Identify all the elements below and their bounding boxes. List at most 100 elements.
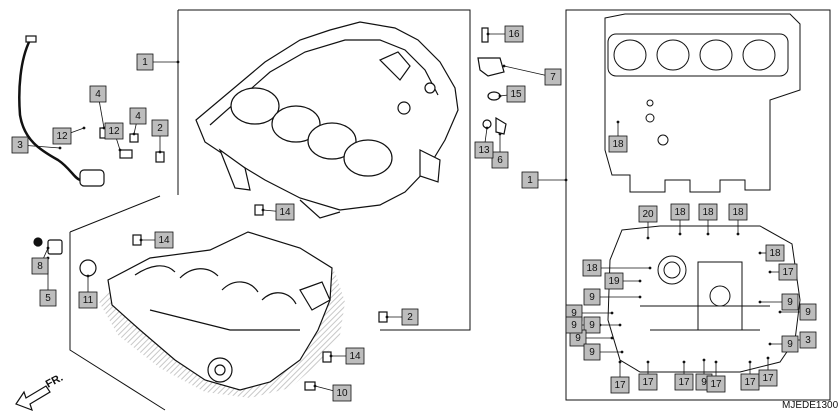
callout-label: 18	[702, 207, 714, 218]
right-view-crankcase	[604, 13, 801, 373]
callout-box	[504, 25, 524, 43]
lower-case-frame	[69, 232, 166, 411]
callout-c-18-2: 18	[670, 203, 690, 221]
leader-end-c-17-7	[768, 270, 772, 274]
dowel-14-c	[322, 351, 332, 363]
callout-c-18-6: 18	[582, 259, 602, 277]
callout-box	[39, 289, 57, 307]
callout-label: 9	[805, 307, 811, 318]
callout-c-12-b: 12	[104, 122, 124, 140]
small-parts	[18, 27, 507, 391]
callout-box	[765, 244, 785, 262]
callout-label: 18	[769, 248, 781, 259]
leader-end-c-20	[646, 236, 650, 240]
callout-box	[52, 127, 72, 145]
callout-label: 9	[787, 297, 793, 308]
callout-c-4-a: 4	[89, 85, 107, 103]
callout-label: 11	[83, 295, 94, 306]
callout-label: 9	[589, 347, 595, 358]
callout-label: 9	[787, 339, 793, 350]
leader-end-c-1-top	[176, 60, 180, 64]
callout-label: 2	[407, 312, 413, 323]
callout-box	[778, 263, 798, 281]
callout-c-19: 19	[604, 272, 624, 290]
leader-end-c-9-5	[620, 350, 624, 354]
upper-case-frame	[178, 9, 471, 331]
leader-end-c-9-2	[610, 311, 614, 315]
callout-label: 8	[37, 261, 43, 272]
callout-c-9-10: 9	[565, 316, 583, 334]
callout-c-18-1: 18	[608, 135, 628, 153]
leader-end-c-19	[638, 279, 642, 283]
leader-end-c-2-bottom	[385, 315, 389, 319]
callout-label: 6	[497, 155, 503, 166]
callout-label: 17	[614, 380, 626, 391]
leader-end-c-13	[485, 126, 489, 130]
leader-end-c-9-9	[702, 358, 706, 362]
callout-label: 18	[612, 139, 624, 150]
callout-label: 18	[674, 207, 686, 218]
callout-box	[608, 135, 628, 153]
callout-c-9-5: 9	[583, 343, 601, 361]
callout-box	[78, 291, 98, 309]
callout-box	[698, 203, 718, 221]
leader-end-c-9-6	[758, 300, 762, 304]
callout-c-17-1: 17	[610, 376, 630, 394]
o-ring-15	[487, 91, 501, 101]
leader-end-c-10	[313, 384, 317, 388]
callout-box	[11, 136, 29, 154]
lower-case-frame-left	[69, 195, 161, 233]
callout-box	[781, 335, 799, 353]
callout-label: 7	[550, 72, 556, 83]
callout-c-9-4: 9	[569, 329, 587, 347]
callout-label: 17	[782, 267, 794, 278]
callout-c-9-7: 9	[799, 303, 817, 321]
callout-label: 17	[678, 377, 690, 388]
callout-label: 17	[744, 377, 756, 388]
leader-end-c-7	[502, 64, 506, 68]
sensor-body	[79, 169, 105, 187]
leader-end-c-1-right	[564, 178, 568, 182]
callout-box	[674, 373, 694, 391]
callout-box	[136, 53, 154, 71]
callout-label: 13	[478, 145, 490, 156]
callout-c-11: 11	[78, 291, 98, 309]
callout-label: 9	[571, 308, 577, 319]
leader-end-c-14-a	[261, 208, 265, 212]
callout-c-2-bottom: 2	[401, 308, 419, 326]
callout-box	[638, 373, 658, 391]
callout-c-9-8: 9	[781, 335, 799, 353]
callout-c-17-2: 17	[638, 373, 658, 391]
leader-end-c-4-b	[132, 132, 136, 136]
leader-end-c-9-4	[610, 336, 614, 340]
switch-6	[495, 116, 507, 135]
callout-label: 2	[157, 123, 163, 134]
callout-box	[151, 119, 169, 137]
callout-label: 16	[508, 29, 520, 40]
callout-c-16: 16	[504, 25, 524, 43]
callout-c-18-4: 18	[728, 203, 748, 221]
callout-label: 15	[510, 89, 522, 100]
callout-box	[565, 316, 583, 334]
leader-end-c-12-a	[82, 126, 86, 130]
callout-c-1-right: 1	[521, 171, 539, 189]
callout-label: 4	[95, 89, 101, 100]
callout-box	[583, 343, 601, 361]
callout-label: 20	[642, 209, 654, 220]
callout-label: 14	[349, 351, 361, 362]
callout-box	[31, 257, 49, 275]
diagram-code: MJEDE1300	[782, 400, 838, 411]
callout-box	[638, 205, 658, 223]
callout-c-17-6: 17	[758, 369, 778, 387]
callout-c-10: 10	[332, 384, 352, 402]
callout-c-18-3: 18	[698, 203, 718, 221]
callout-label: 5	[45, 293, 51, 304]
right-view-frame	[565, 9, 831, 401]
leader-end-c-18-4	[736, 232, 740, 236]
callout-box	[706, 375, 726, 393]
leader-end-c-18-2	[678, 232, 682, 236]
callout-c-17-5: 17	[740, 373, 760, 391]
leader-end-c-18-6	[648, 266, 652, 270]
callout-box	[544, 68, 562, 86]
leader-end-c-17-2	[646, 360, 650, 364]
